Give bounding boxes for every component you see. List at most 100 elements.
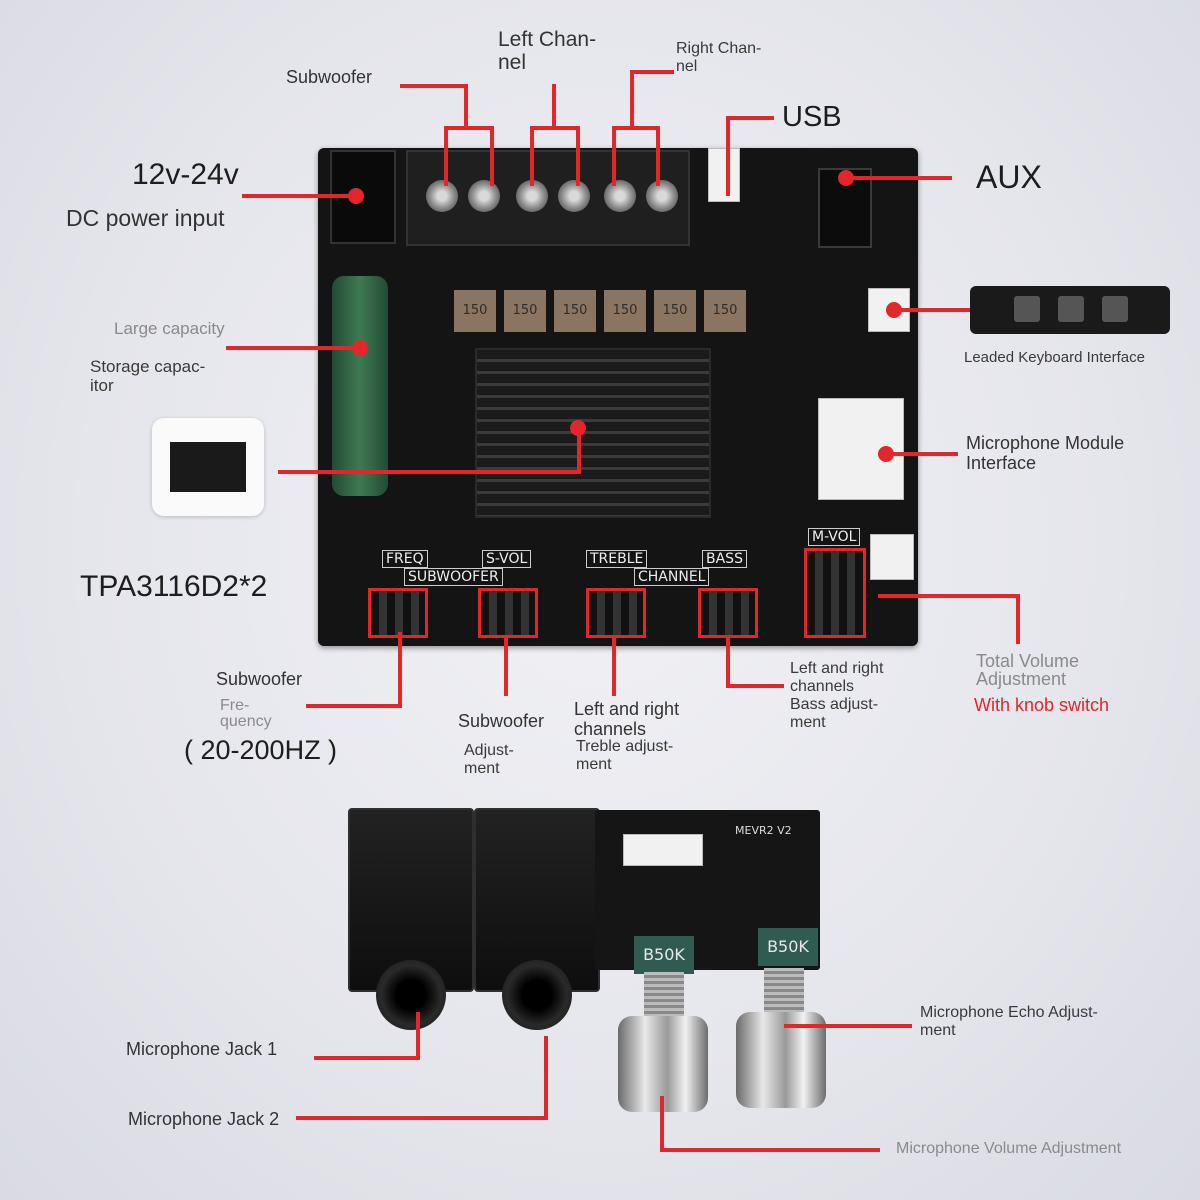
mic-board-label: MEVR2 V2	[735, 824, 792, 837]
callout-line	[726, 116, 730, 196]
label-mic-volume: Microphone Volume Adjustment	[896, 1140, 1122, 1157]
mic-jack-2	[474, 808, 600, 1030]
label-knob-switch: With knob switch	[974, 695, 1110, 715]
svol-header	[478, 588, 538, 638]
label-subwoofer-frequency-sub: Fre- quency	[220, 697, 272, 730]
callout-dot	[348, 188, 364, 204]
callout-line	[278, 470, 580, 474]
heatsink	[475, 348, 711, 518]
label-keyboard-interface: Leaded Keyboard Interface	[964, 349, 1145, 366]
chip-inset	[152, 418, 264, 516]
callout-line	[242, 194, 352, 198]
label-bass-title: Left and right channels	[790, 660, 884, 695]
mvol-header	[804, 548, 866, 638]
callout-line	[576, 126, 580, 186]
silk-mvol: M-VOL	[808, 528, 861, 546]
label-usb: USB	[782, 101, 842, 133]
callout-line	[530, 126, 534, 186]
mic-jack-1	[348, 808, 474, 1030]
terminal-screw	[604, 180, 636, 212]
mic-board-connector	[623, 834, 703, 866]
callout-line	[726, 116, 774, 120]
amplifier-board: 150 150 150 150 150 150 FREQ S-VOL TREBL…	[318, 148, 918, 646]
callout-dot	[352, 340, 368, 356]
callout-line	[398, 632, 402, 708]
callout-line	[530, 126, 580, 130]
callout-line	[630, 70, 634, 128]
silk-treble: TREBLE	[586, 550, 648, 568]
callout-line	[656, 126, 660, 186]
callout-line	[1016, 594, 1020, 644]
callout-dot	[570, 420, 586, 436]
echo-knob	[736, 1012, 826, 1108]
inductor: 150	[504, 290, 546, 332]
label-mic-echo: Microphone Echo Adjust- ment	[920, 1004, 1098, 1039]
callout-line	[848, 176, 952, 180]
treble-header	[586, 588, 646, 638]
silk-freq: FREQ	[382, 550, 428, 568]
echo-pot: B50K	[758, 928, 818, 966]
label-mic-jack-1: Microphone Jack 1	[126, 1039, 278, 1059]
silk-svol: S-VOL	[482, 550, 532, 568]
label-chip-model: TPA3116D2*2	[80, 570, 268, 603]
silk-channel: CHANNEL	[634, 568, 710, 586]
inductor: 150	[704, 290, 746, 332]
keyboard-module	[970, 286, 1170, 334]
label-total-volume: Total Volume Adjustment	[976, 651, 1080, 689]
inductor: 150	[554, 290, 596, 332]
label-bass-sub: Bass adjust- ment	[790, 696, 879, 731]
callout-line	[416, 1012, 420, 1060]
label-frequency-range: ( 20-200HZ )	[184, 735, 338, 765]
callout-line	[726, 636, 730, 688]
terminal-screw	[558, 180, 590, 212]
label-subwoofer-adjust-sub: Adjust- ment	[464, 742, 514, 777]
volume-pot: B50K	[634, 936, 694, 974]
label-mic-module-interface: Microphone Module Interface	[966, 433, 1125, 473]
callout-line	[577, 428, 581, 474]
callout-line	[444, 126, 494, 130]
callout-line	[630, 70, 674, 74]
callout-line	[490, 126, 494, 186]
speaker-terminal-block	[406, 150, 690, 246]
callout-line	[612, 126, 616, 186]
callout-line	[894, 308, 970, 312]
callout-line	[726, 684, 784, 688]
key-button	[1058, 296, 1084, 322]
callout-line	[660, 1096, 664, 1152]
inductor: 150	[454, 290, 496, 332]
callout-line	[612, 126, 660, 130]
callout-line	[660, 1148, 880, 1152]
label-power-voltage: 12v-24v	[132, 158, 239, 191]
callout-line	[878, 594, 1020, 598]
callout-line	[400, 84, 468, 88]
silk-subwoofer: SUBWOOFER	[404, 568, 503, 586]
storage-capacitor	[332, 276, 388, 496]
pot-shaft	[644, 972, 684, 1022]
jack-socket	[376, 960, 446, 1030]
label-aux: AUX	[976, 159, 1042, 195]
label-mic-jack-2: Microphone Jack 2	[128, 1109, 280, 1129]
label-treble-sub: Treble adjust- ment	[576, 738, 674, 773]
aux-small-connector	[870, 534, 914, 580]
callout-line	[886, 452, 958, 456]
label-storage-capacitor: Storage capac- itor	[90, 357, 206, 395]
pot-shaft	[764, 968, 804, 1018]
callout-line	[552, 84, 556, 128]
label-subwoofer-adjust-title: Subwoofer	[458, 711, 545, 731]
callout-dot	[838, 170, 854, 186]
label-large-capacity: Large capacity	[114, 319, 225, 338]
key-button	[1102, 296, 1128, 322]
callout-line	[296, 1116, 548, 1120]
freq-header	[368, 588, 428, 638]
terminal-screw	[468, 180, 500, 212]
label-subwoofer-output: Subwoofer	[286, 67, 373, 87]
terminal-screw	[426, 180, 458, 212]
callout-line	[314, 1056, 420, 1060]
callout-line	[464, 84, 468, 126]
bass-header	[698, 588, 758, 638]
callout-line	[544, 1036, 548, 1120]
label-left-channel: Left Chan- nel	[498, 28, 597, 75]
silk-bass: BASS	[702, 550, 747, 568]
label-power-input: DC power input	[66, 205, 225, 231]
callout-line	[504, 636, 508, 696]
